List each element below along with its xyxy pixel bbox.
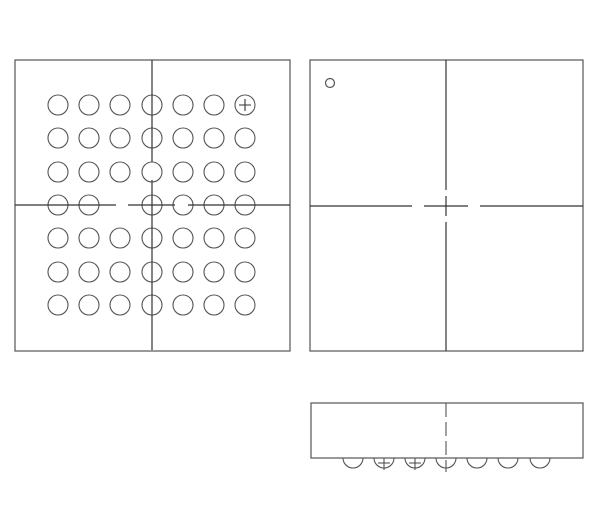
solder-ball <box>203 294 225 316</box>
side-view <box>310 402 584 472</box>
solder-ball <box>234 294 256 316</box>
ball-cross-icon <box>409 458 421 470</box>
solder-ball <box>109 227 131 249</box>
solder-ball <box>78 161 100 183</box>
solder-ball <box>47 294 69 316</box>
solder-ball <box>203 261 225 283</box>
solder-ball <box>172 227 194 249</box>
solder-ball <box>47 94 69 116</box>
side-view-balls <box>342 457 551 470</box>
solder-ball <box>203 227 225 249</box>
solder-ball <box>78 261 100 283</box>
bottom-view-centerlines <box>15 60 290 350</box>
solder-ball <box>109 94 131 116</box>
top-view <box>309 59 584 352</box>
side-solder-ball <box>342 457 364 469</box>
top-view-centerlines <box>310 60 583 351</box>
solder-ball <box>172 261 194 283</box>
pin1-indicator-icon <box>324 77 336 89</box>
bottom-view <box>14 59 291 352</box>
solder-ball <box>234 127 256 149</box>
solder-ball <box>141 161 163 183</box>
solder-ball <box>47 261 69 283</box>
solder-ball <box>78 227 100 249</box>
solder-ball <box>203 94 225 116</box>
solder-ball <box>109 261 131 283</box>
solder-ball <box>172 161 194 183</box>
pin1-cross-icon <box>239 99 251 111</box>
ball-cross-icon <box>378 458 390 470</box>
solder-ball <box>47 227 69 249</box>
solder-ball <box>203 161 225 183</box>
side-solder-ball <box>529 457 551 469</box>
solder-ball <box>78 94 100 116</box>
side-solder-ball <box>497 457 519 469</box>
solder-ball <box>172 94 194 116</box>
solder-ball <box>234 261 256 283</box>
solder-ball <box>172 127 194 149</box>
solder-ball <box>172 294 194 316</box>
solder-ball <box>234 227 256 249</box>
solder-ball <box>203 127 225 149</box>
side-view-outline <box>310 402 584 459</box>
side-solder-ball <box>466 457 488 469</box>
solder-ball <box>47 127 69 149</box>
solder-ball <box>109 161 131 183</box>
solder-ball <box>47 161 69 183</box>
solder-ball <box>109 294 131 316</box>
solder-ball <box>78 127 100 149</box>
solder-ball <box>78 294 100 316</box>
solder-ball <box>109 127 131 149</box>
solder-ball <box>234 161 256 183</box>
